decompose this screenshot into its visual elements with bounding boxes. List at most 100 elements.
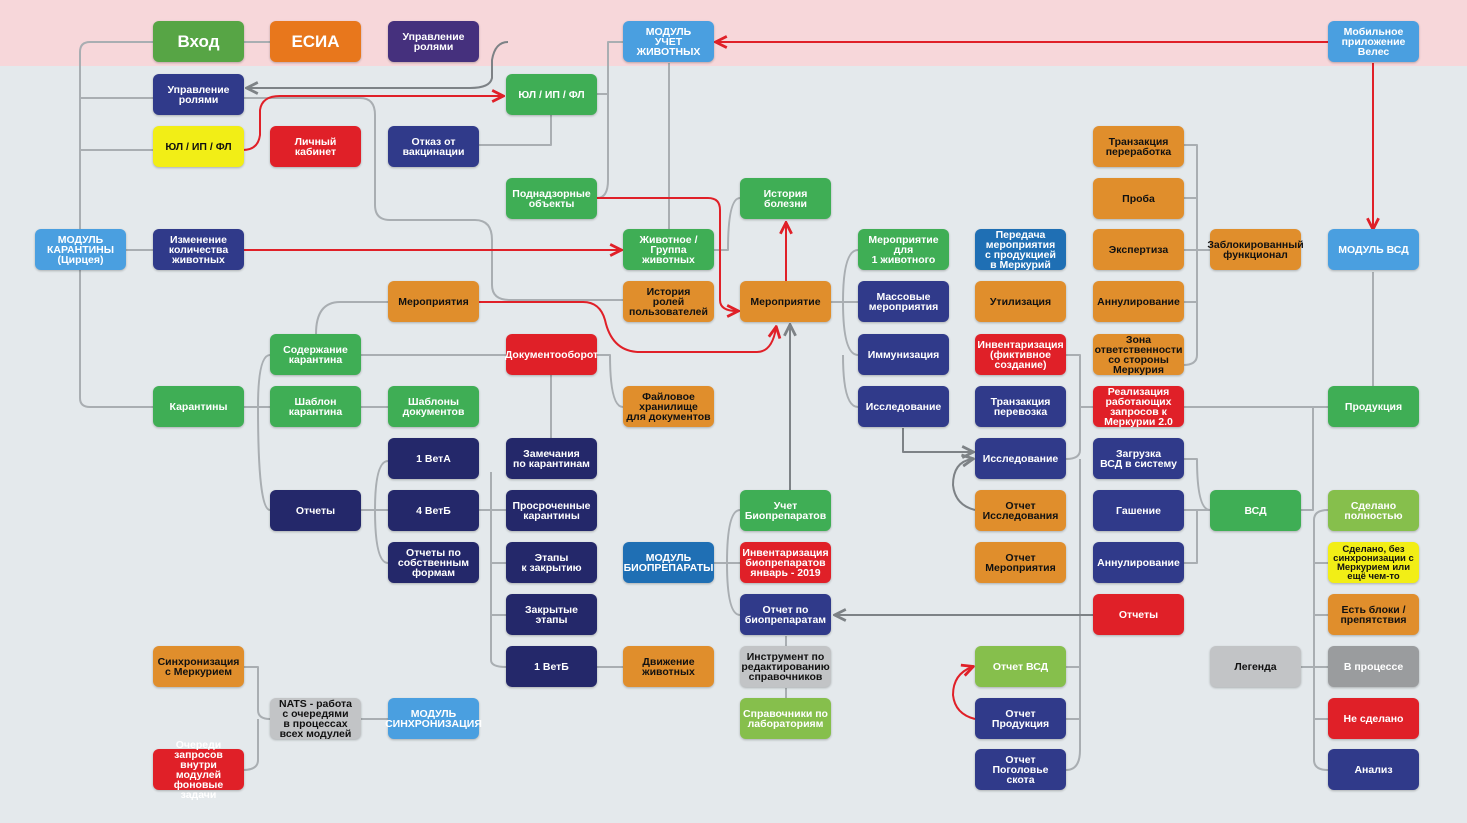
produkciya-node[interactable]: Продукция (1328, 386, 1419, 427)
legend-est-bloki: Есть блоки / препятствия (1328, 594, 1419, 635)
edge-produkciya-vsd (952, 667, 975, 720)
annulirovanie-top-node[interactable]: Аннулирование (1093, 281, 1184, 322)
tranzakciya-perevozka-node[interactable]: Транзакция перевозка (975, 386, 1066, 427)
yul-ip-fl-green-node[interactable]: ЮЛ / ИП / ФЛ (506, 74, 597, 115)
vhod-node[interactable]: Вход (153, 21, 244, 62)
zhivotnoe-gruppa-node[interactable]: Животное / Группа животных (623, 229, 714, 270)
meropriyatiya-node[interactable]: Мероприятия (388, 281, 479, 322)
otkaz-ot-vakcinacii-node[interactable]: Отказ от вакцинации (388, 126, 479, 167)
edge-meropriyatie-tree (831, 249, 859, 408)
spravochniki-po-laboratoriyam-node[interactable]: Справочники по лабораториям (740, 698, 831, 739)
annulirovanie-bottom-node[interactable]: Аннулирование (1093, 542, 1184, 583)
utilizaciya-node[interactable]: Утилизация (975, 281, 1066, 322)
edge-sync-tree (242, 666, 388, 771)
podnadzornye-obekty-node[interactable]: Поднадзорные объекты (506, 178, 597, 219)
meropriyatie-dlya-1-node[interactable]: Мероприятие для 1 животного (858, 229, 949, 270)
lichny-kabinet-node[interactable]: Личный кабинет (270, 126, 361, 167)
soderzhanie-karantina-node[interactable]: Содержание карантина (270, 334, 361, 375)
istoriya-bolezni-node[interactable]: История болезни (740, 178, 831, 219)
dokumentooborot-node[interactable]: Документооборот (505, 334, 598, 375)
otchet-po-biopreparatam-node[interactable]: Отчет по биопрепаратам (740, 594, 831, 635)
edge-zhivotnoe-istoriya (714, 197, 741, 251)
edge-bio-tree (714, 509, 741, 616)
otchet-pogolovye-node[interactable]: Отчет Поголовье скота (975, 749, 1066, 790)
zagruzka-vsd-node[interactable]: Загрузка ВСД в систему (1093, 438, 1184, 479)
top-band (0, 0, 1467, 66)
otchety-po-formam-node[interactable]: Отчеты по собственным формам (388, 542, 479, 583)
otchet-meropriyatiya-node[interactable]: Отчет Мероприятия (975, 542, 1066, 583)
vet-4b-node[interactable]: 4 ВетБ (388, 490, 479, 531)
modul-sinhronizacii-node[interactable]: МОДУЛЬ СИНХРОНИЗАЦИЯ (385, 698, 482, 739)
edge-issled-issled (902, 428, 972, 452)
inventarizaciya-fiktivnoe-node[interactable]: Инвентаризация (фиктивное создание) (975, 334, 1066, 375)
peredacha-meropriyatiya-node[interactable]: Передача мероприятия с продукцией в Мерк… (975, 229, 1066, 270)
inventarizaciya-biopreparatov-node[interactable]: Инвентаризация биопрепаратов январь - 20… (740, 542, 831, 583)
otchety-right-node[interactable]: Отчеты (1093, 594, 1184, 635)
esia-node[interactable]: ЕСИА (270, 21, 361, 62)
vsd-node[interactable]: ВСД (1210, 490, 1301, 531)
edge-reports-bus (479, 472, 507, 668)
otchet-issledovaniya-node[interactable]: Отчет Исследования (975, 490, 1066, 531)
modul-karantiny-node[interactable]: МОДУЛЬ КАРАНТИНЫ (Цирцея) (35, 229, 126, 270)
edge-dokumento-faylovoe (597, 354, 624, 408)
issledovanie-left-node[interactable]: Исследование (858, 386, 949, 427)
shablony-dokumentov-node[interactable]: Шаблоны документов (388, 386, 479, 427)
otchety-left-node[interactable]: Отчеты (270, 490, 361, 531)
upravlenie-rolyami-top-node[interactable]: Управление ролями (388, 21, 479, 62)
upravlenie-rolyami-node[interactable]: Управление ролями (153, 74, 244, 115)
legenda-node: Легенда (1210, 646, 1301, 687)
massovye-meropriyatiya-node[interactable]: Массовые мероприятия (858, 281, 949, 322)
modul-uchet-zhivotnyh-node[interactable]: МОДУЛЬ УЧЕТ ЖИВОТНЫХ (623, 21, 714, 62)
uchet-biopreparatov-node[interactable]: Учет Биопрепаратов (740, 490, 831, 531)
ekspertiza-node[interactable]: Экспертиза (1093, 229, 1184, 270)
realizaciya-zaprosov-node[interactable]: Реализация работающих запросов к Меркури… (1093, 386, 1184, 427)
edge-otkaz-link (479, 115, 552, 146)
legend-sdelano-bez-sinhronizacii: Сделано, без синхронизации с Меркурием и… (1328, 542, 1419, 583)
edge-otchety-tree (361, 460, 389, 564)
vet-1a-node[interactable]: 1 ВетА (388, 438, 479, 479)
edge-karantiny-tree (243, 354, 271, 511)
meropriyatie-node[interactable]: Мероприятие (740, 281, 831, 322)
modul-biopreparaty-node[interactable]: МОДУЛЬ БИОПРЕПАРАТЫ (623, 542, 714, 583)
prosrochennye-karantiny-node[interactable]: Просроченные карантины (506, 490, 597, 531)
zakrytye-etapy-node[interactable]: Закрытые этапы (506, 594, 597, 635)
edge-blocked-bus (1182, 144, 1210, 366)
edge-issled-bus (1065, 354, 1093, 460)
modul-vsd-node[interactable]: МОДУЛЬ ВСД (1328, 229, 1419, 270)
karantiny-node[interactable]: Карантины (153, 386, 244, 427)
izmenenie-kolichestva-node[interactable]: Изменение количества животных (153, 229, 244, 270)
edge-istoriya-roley (243, 97, 623, 301)
edge-vsd-produkciya-link (1301, 406, 1328, 511)
yul-ip-fl-yellow-node[interactable]: ЮЛ / ИП / ФЛ (153, 126, 244, 167)
shablon-karantina-node[interactable]: Шаблон карантина (270, 386, 361, 427)
red-connectors (242, 42, 1373, 720)
edge-left-branches (80, 97, 153, 251)
edge-yul-yul (242, 96, 502, 151)
ocheredi-zaprosov-node[interactable]: Очереди запросов внутри модулей фоновые … (153, 739, 244, 800)
immunizaciya-node[interactable]: Иммунизация (858, 334, 949, 375)
dvizhenie-zhivotnyh-node[interactable]: Движение животных (623, 646, 714, 687)
zablokirovanny-funkcional-node[interactable]: Заблокированный функционал (1207, 229, 1304, 270)
legend-analiz: Анализ (1328, 749, 1419, 790)
faylovoe-hranilische-node[interactable]: Файловое хранилище для документов (623, 386, 714, 427)
edge-soderzhanie-meropriyatiya (315, 301, 388, 335)
zamechaniya-node[interactable]: Замечания по карантинам (506, 438, 597, 479)
legend-v-processe: В процессе (1328, 646, 1419, 687)
instrument-redaktirovaniya-node[interactable]: Инструмент по редактированию справочнико… (740, 646, 831, 687)
proba-node[interactable]: Проба (1093, 178, 1184, 219)
sinhronizaciya-s-merkuriem-node[interactable]: Синхронизация с Меркурием (153, 646, 244, 687)
zona-otvetstvennosti-node[interactable]: Зона ответственности со стороны Меркурия (1093, 333, 1184, 376)
vet-1b-node[interactable]: 1 ВетБ (506, 646, 597, 687)
istoriya-roley-node[interactable]: История ролей пользователей (623, 281, 714, 322)
mobilnoe-prilozhenie-node[interactable]: Мобильное приложение Велес (1328, 21, 1419, 62)
otchet-produkcii-node[interactable]: Отчет Продукция (975, 698, 1066, 739)
etapy-k-zakrytiyu-node[interactable]: Этапы к закрытию (506, 542, 597, 583)
tranzakciya-pererabotka-node[interactable]: Транзакция переработка (1093, 126, 1184, 167)
otchet-vsd-node[interactable]: Отчет ВСД (975, 646, 1066, 687)
issledovanie-right-node[interactable]: Исследование (975, 438, 1066, 479)
nats-node[interactable]: NATS - работа с очередями в процессах вс… (270, 698, 361, 739)
gashenie-node[interactable]: Гашение (1093, 490, 1184, 531)
legend-sdelano-polnostyu: Сделано полностью (1328, 490, 1419, 531)
dark-connectors (248, 41, 1093, 615)
